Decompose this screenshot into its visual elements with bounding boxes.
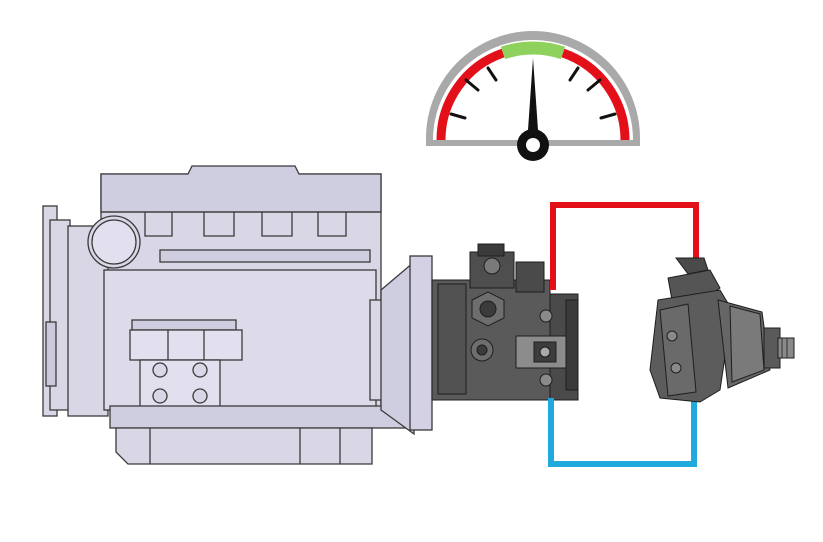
gauge-needle: [517, 58, 549, 161]
gauge-zone-high: [561, 48, 630, 141]
hydraulic-pump-icon: [431, 243, 579, 401]
hydraulic-motor-icon: [649, 257, 795, 403]
speedometer-gauge-icon: [426, 31, 640, 161]
hydraulic-circuit: [548, 202, 699, 467]
high-pressure-line: [550, 202, 699, 290]
low-pressure-line: [548, 398, 697, 467]
diesel-engine-icon: [42, 165, 433, 465]
gauge-ticks: [449, 66, 617, 120]
gauge-zone-low: [436, 48, 505, 141]
gauge-zone-optimal: [500, 41, 566, 60]
